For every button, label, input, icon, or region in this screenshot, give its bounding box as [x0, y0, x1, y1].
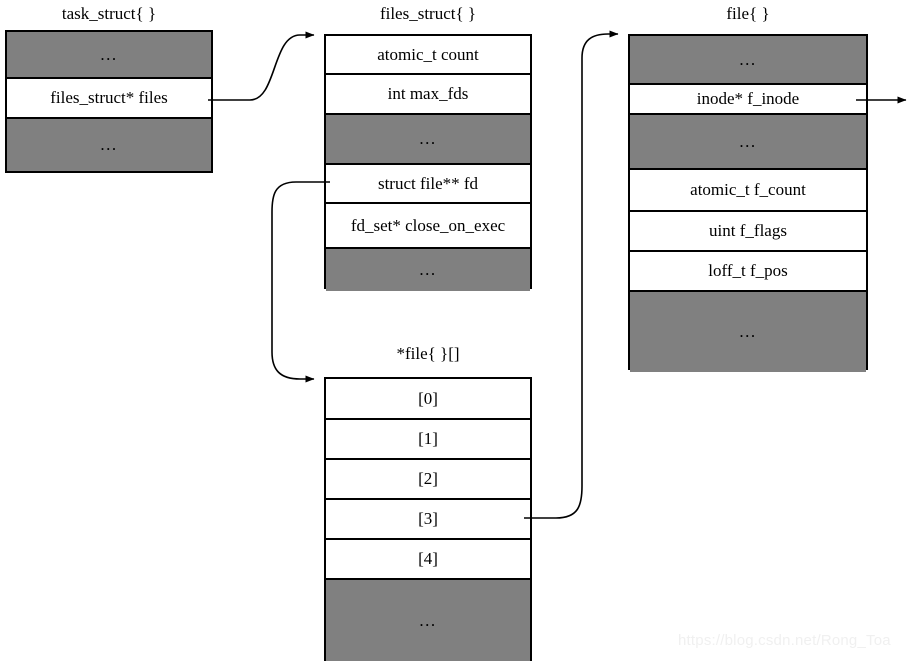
files-struct-row-ellipsis-mid: ... — [326, 115, 530, 165]
file-struct-row-f-flags: uint f_flags — [630, 212, 866, 252]
edge-fd-pointer — [271, 181, 330, 383]
edge-array-slot-3 — [524, 30, 619, 519]
task-struct-box: ... files_struct* files ... — [5, 30, 213, 173]
ellipsis-label: ... — [739, 49, 757, 69]
task-struct-row-ellipsis-bottom: ... — [7, 119, 211, 171]
file-struct-title: file{ } — [726, 4, 770, 23]
field-label: uint f_flags — [709, 221, 787, 240]
file-struct-row-f-pos: loff_t f_pos — [630, 252, 866, 292]
file-struct-row-f-inode: inode* f_inode — [630, 85, 866, 115]
field-label: [3] — [418, 509, 438, 528]
field-label: [2] — [418, 469, 438, 488]
watermark-text: https://blog.csdn.net/Rong_Toa — [678, 632, 891, 649]
file-struct-row-ellipsis-top: ... — [630, 36, 866, 85]
field-label: [4] — [418, 549, 438, 568]
file-array-row-1: [1] — [326, 420, 530, 460]
file-array-row-2: [2] — [326, 460, 530, 500]
file-array-row-3: [3] — [326, 500, 530, 540]
field-label: inode* f_inode — [696, 89, 800, 108]
files-struct-row-ellipsis-bottom: ... — [326, 249, 530, 291]
task-struct-row-files-pointer: files_struct* files — [7, 79, 211, 119]
task-struct-row-ellipsis-top: ... — [7, 32, 211, 79]
field-label: fd_set* close_on_exec — [350, 215, 506, 235]
ellipsis-label: ... — [419, 610, 437, 630]
field-label: [1] — [418, 429, 438, 448]
files-struct-row-fd: struct file** fd — [326, 165, 530, 204]
ellipsis-label: ... — [100, 135, 118, 154]
file-struct-box: ... inode* f_inode ... atomic_t f_count … — [628, 34, 868, 372]
task-struct-title: task_struct{ } — [61, 4, 157, 23]
file-struct-row-ellipsis-bottom: ... — [630, 292, 866, 372]
ellipsis-label: ... — [419, 260, 437, 279]
file-array-row-0: [0] — [326, 379, 530, 420]
file-array-box: [0] [1] [2] [3] [4] ... — [324, 377, 532, 661]
field-label: loff_t f_pos — [708, 261, 788, 280]
field-label: files_struct* files — [50, 88, 168, 107]
field-label: atomic_t count — [377, 44, 479, 64]
ellipsis-label: ... — [739, 131, 757, 151]
field-label: atomic_t f_count — [690, 180, 806, 199]
files-struct-row-close-on-exec: fd_set* close_on_exec — [326, 204, 530, 249]
ellipsis-label: ... — [739, 322, 757, 341]
file-array-row-ellipsis: ... — [326, 580, 530, 661]
ellipsis-label: ... — [100, 44, 118, 64]
files-struct-title: files_struct{ } — [379, 4, 477, 23]
field-label: int max_fds — [387, 84, 469, 103]
edge-files-pointer — [208, 31, 315, 101]
file-array-row-4: [4] — [326, 540, 530, 580]
file-array-title: *file{ }[] — [396, 344, 460, 363]
file-struct-row-ellipsis-mid: ... — [630, 115, 866, 170]
files-struct-row-max-fds: int max_fds — [326, 75, 530, 115]
files-struct-row-count: atomic_t count — [326, 36, 530, 75]
field-label: [0] — [418, 388, 438, 408]
ellipsis-label: ... — [419, 129, 437, 148]
field-label: struct file** fd — [377, 173, 479, 193]
file-struct-row-f-count: atomic_t f_count — [630, 170, 866, 212]
files-struct-box: atomic_t count int max_fds ... struct fi… — [324, 34, 532, 291]
